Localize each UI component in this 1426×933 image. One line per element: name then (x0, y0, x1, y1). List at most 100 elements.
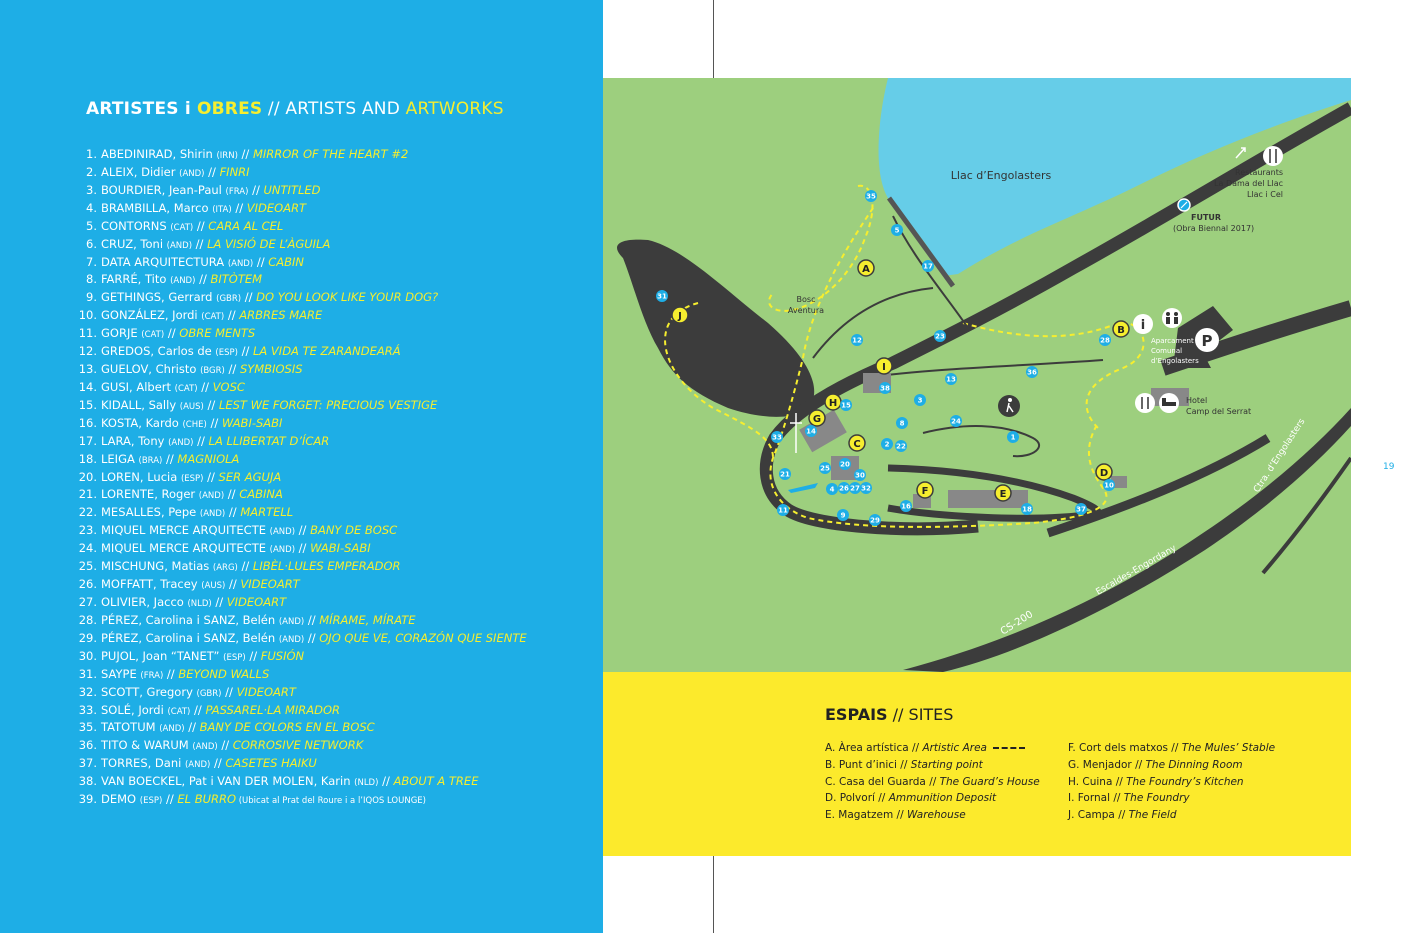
artwork-number: 22 (896, 443, 906, 451)
site-item: F. Cort dels matxos // The Mules’ Stable (1068, 742, 1275, 755)
artist-name: LARA, Tony (101, 433, 165, 448)
artwork-marker-5: 5 (891, 224, 903, 236)
sites-title: ESPAIS // SITES (825, 705, 953, 724)
artist-number: 37. (78, 756, 97, 771)
artistic-area-path-2 (768, 184, 874, 312)
artist-separator: // (304, 612, 320, 627)
site-name-en: Starting point (910, 758, 983, 771)
heading-part-3: // ARTISTS AND (262, 99, 406, 119)
artist-row: 27.OLIVIER, Jacco (NLD) // VIDEOART (70, 595, 286, 611)
artist-name: FARRÉ, Tito (101, 272, 167, 287)
artwork-marker-28: 28 (1099, 334, 1111, 346)
artist-row: 23.MIQUEL MERCE ARQUITECTE (AND) // BANY… (70, 523, 397, 539)
artist-number: 36. (78, 738, 97, 753)
artist-country: (AND) (198, 491, 225, 502)
artwork-title: LIBÈL·LULES EMPERADOR (252, 559, 401, 574)
artist-number: 10. (78, 308, 97, 323)
artwork-marker-36: 36 (1026, 366, 1038, 378)
artist-name: GETHINGS, Gerrard (101, 290, 213, 305)
artist-separator: // (192, 236, 208, 251)
restaurants-label-1: Restaurants (1235, 168, 1283, 177)
artist-number: 32. (78, 684, 97, 699)
artwork-number: 31 (657, 293, 667, 301)
site-name-en: The Mules’ Stable (1181, 742, 1276, 754)
artwork-marker-29: 29 (869, 514, 881, 526)
artist-number: 22. (78, 505, 97, 520)
building-e (948, 490, 1028, 508)
artist-row: 8.FARRÉ, Tito (AND) // BITÒTEM (70, 272, 262, 288)
lake (878, 78, 1351, 276)
zone-letter: B (1117, 325, 1125, 336)
artist-separator: // (253, 254, 269, 269)
artwork-title: LA LLIBERTAT D’ÍCAR (208, 433, 330, 448)
futur-sub-label: (Obra Biennal 2017) (1173, 224, 1254, 233)
artist-separator: // (241, 290, 257, 305)
artist-name: MIQUEL MERCE ARQUITECTE (101, 541, 266, 556)
artist-country: (AND) (170, 276, 196, 287)
artist-row: 12.GREDOS, Carlos de (ESP) // LA VIDA TE… (70, 344, 401, 360)
hotel-restaurant-icon (1135, 393, 1155, 413)
artist-name: GUELOV, Christo (101, 362, 197, 377)
artist-number: 8. (86, 272, 97, 287)
artist-country: (NLD) (187, 599, 212, 609)
artist-number: 38. (78, 774, 97, 789)
artwork-number: 2 (885, 441, 890, 449)
artwork-number: 37 (1076, 506, 1086, 514)
artwork-marker-22: 22 (895, 440, 907, 452)
artist-separator: // (193, 433, 209, 448)
artist-separator: // (378, 774, 394, 789)
artwork-marker-26: 26 (838, 482, 850, 494)
artwork-marker-13: 13 (945, 373, 957, 385)
artist-country: (AND) (179, 168, 205, 179)
artist-separator: // (221, 684, 237, 699)
artist-separator: // (248, 182, 264, 197)
artist-name: GORJE (101, 326, 138, 341)
artwork-marker-25: 25 (819, 462, 831, 474)
futur-marker-icon (1177, 198, 1191, 212)
artist-separator: // (237, 559, 253, 574)
artwork-marker-10: 10 (1103, 479, 1115, 491)
artist-name: MESALLES, Pepe (101, 505, 197, 520)
artwork-marker-23: 23 (934, 330, 946, 342)
zone-letter: A (862, 264, 870, 275)
artist-separator: // (237, 344, 253, 359)
artist-separator: // (184, 720, 200, 735)
artwork-title: CABIN (268, 254, 305, 269)
zone-marker-e: E (994, 484, 1012, 502)
artist-name: PÉREZ, Carolina i SANZ, Belén (101, 612, 276, 627)
artwork-marker-27: 27 (849, 482, 861, 494)
artist-separator: // (295, 523, 311, 538)
artwork-title: VIDEOART (240, 577, 300, 592)
artist-number: 7. (86, 254, 97, 269)
artist-separator: // (164, 326, 180, 341)
artist-number: 23. (78, 523, 97, 538)
parking-label-1: Aparcament (1151, 337, 1194, 345)
artist-row: 28.PÉREZ, Carolina i SANZ, Belén (AND) /… (70, 613, 416, 629)
zone-letter: E (1000, 489, 1007, 500)
site-name-en: Artistic Area (922, 742, 987, 754)
artwork-marker-11: 11 (777, 504, 789, 516)
artwork-number: 12 (852, 337, 862, 345)
artist-separator: // (163, 666, 179, 681)
svg-text:P: P (1202, 332, 1213, 350)
artist-row: 17.LARA, Tony (AND) // LA LLIBERTAT D’ÍC… (70, 433, 330, 450)
artist-number: 15. (78, 397, 97, 412)
artwork-number: 13 (946, 376, 956, 384)
artist-number: 3. (86, 182, 97, 197)
info-icon: i (1133, 314, 1153, 334)
heading-part-4: ARTWORKS (405, 99, 504, 119)
artist-number: 6. (86, 236, 97, 251)
site-name: E. Magatzem // (825, 809, 907, 822)
artwork-marker-15: 15 (840, 399, 852, 411)
artist-row: 29.PÉREZ, Carolina i SANZ, Belén (AND) /… (70, 631, 527, 647)
artist-country: (AND) (184, 760, 211, 771)
artist-row: 36.TITO & WARUM (AND) // CORROSIVE NETWO… (70, 738, 364, 754)
artist-separator: // (162, 451, 178, 466)
artist-country: (BGR) (200, 366, 225, 377)
artist-number: 9. (86, 290, 97, 305)
lake-label: Llac d’Engolasters (951, 169, 1052, 182)
artwork-marker-2: 2 (881, 438, 893, 450)
artwork-title: MARTELL (240, 505, 294, 520)
artist-number: 35. (78, 720, 97, 735)
